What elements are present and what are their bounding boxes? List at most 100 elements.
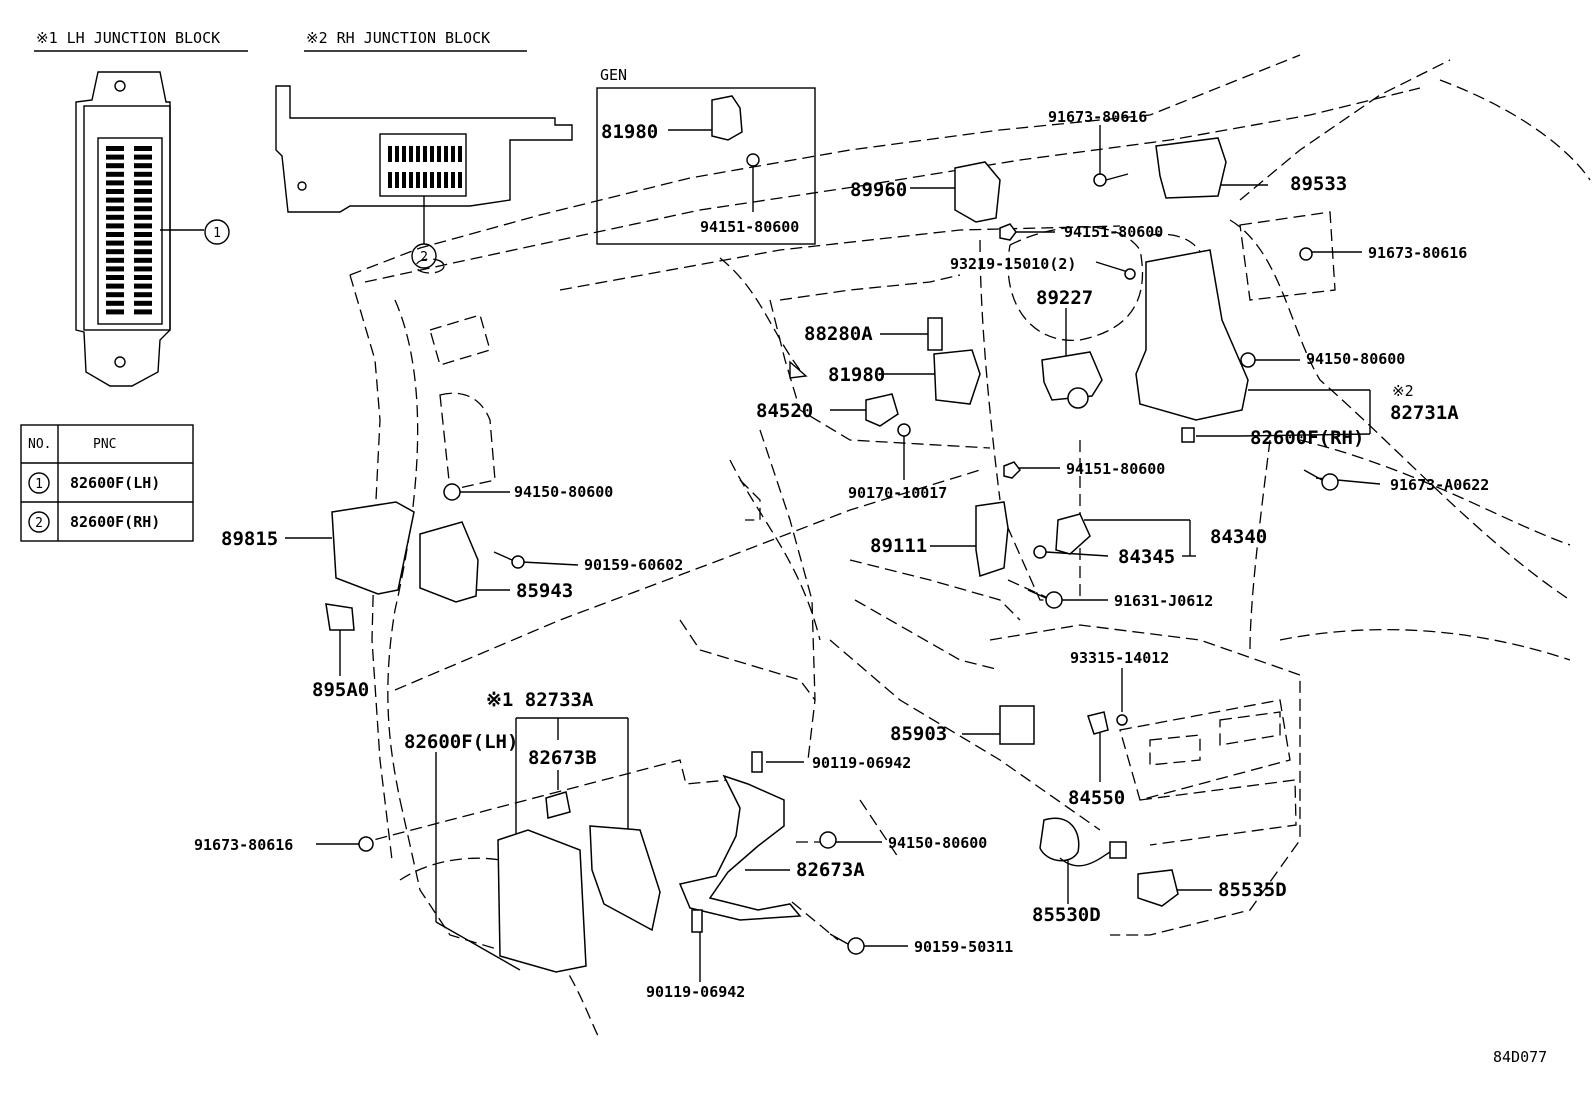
table-row-2-pnc: 82600F(RH) bbox=[70, 513, 160, 531]
lh-fuse-slot bbox=[106, 146, 124, 151]
label-89111: 89111 bbox=[870, 535, 927, 557]
rh-fuse-slot bbox=[402, 146, 406, 162]
callout-2-circle bbox=[411, 243, 437, 269]
lh-fuse-slot bbox=[134, 189, 152, 194]
rh-fuse-slot bbox=[444, 172, 448, 188]
label-82600F-lh: 82600F(LH) bbox=[404, 731, 518, 753]
gen-inset-box bbox=[596, 87, 816, 245]
label-85943: 85943 bbox=[516, 580, 573, 602]
label-89533: 89533 bbox=[1290, 173, 1347, 195]
lh-fuse-slot bbox=[134, 240, 152, 246]
label-85535D: 85535D bbox=[1218, 879, 1287, 901]
rh-fuse-slot bbox=[444, 146, 448, 162]
lh-fuse-slot bbox=[134, 249, 152, 255]
label-81980-gen: 81980 bbox=[601, 121, 658, 143]
label-91631-J0612: 91631-J0612 bbox=[1114, 592, 1213, 610]
lh-fuse-slot bbox=[106, 197, 124, 203]
label-895A0: 895A0 bbox=[312, 679, 369, 701]
lh-fuse-slot bbox=[134, 223, 152, 229]
label-84520: 84520 bbox=[756, 400, 813, 422]
rh-fuse-slot bbox=[430, 172, 434, 188]
rh-fuse-slot bbox=[430, 146, 434, 162]
lh-junction-block-drawing bbox=[75, 71, 204, 387]
lh-fuse-slot bbox=[106, 206, 124, 212]
lh-fuse-slot bbox=[106, 223, 124, 229]
lh-fuse-slot bbox=[106, 163, 124, 169]
label-84345: 84345 bbox=[1118, 546, 1175, 568]
label-94150-80600-left: 94150-80600 bbox=[514, 483, 613, 501]
lh-fuse-slot bbox=[106, 266, 124, 272]
callout-1-circle bbox=[204, 219, 230, 245]
lh-fuse-slot bbox=[134, 154, 152, 160]
lh-fuse-slot bbox=[134, 197, 152, 203]
lh-fuse-slot bbox=[134, 232, 152, 237]
lh-fuse-slot bbox=[134, 275, 152, 280]
lh-fuse-slot bbox=[106, 249, 124, 255]
lh-fuse-slot bbox=[134, 171, 152, 177]
gen-label: GEN bbox=[600, 66, 627, 84]
rh-junction-block-header: ※2 RH JUNCTION BLOCK bbox=[306, 29, 490, 47]
rh-fuse-slot bbox=[416, 146, 420, 162]
lh-fuse-slot bbox=[134, 309, 152, 315]
label-82731A: 82731A bbox=[1390, 402, 1459, 424]
rh-fuse-slot bbox=[409, 146, 413, 162]
label-82673A: 82673A bbox=[796, 859, 865, 881]
lh-fuse-slot bbox=[106, 180, 124, 186]
table-row-1-no: 1 bbox=[35, 477, 43, 492]
callout-2: 2 bbox=[420, 250, 428, 265]
lh-fuse-slot bbox=[134, 292, 152, 298]
label-84550: 84550 bbox=[1068, 787, 1125, 809]
lh-fuse-slot bbox=[134, 266, 152, 272]
lh-junction-block-header: ※1 LH JUNCTION BLOCK bbox=[36, 29, 220, 47]
lh-fuse-slot bbox=[106, 232, 124, 237]
lh-fuse-slot bbox=[106, 309, 124, 315]
lh-fuse-slot bbox=[106, 171, 124, 177]
label-89227: 89227 bbox=[1036, 287, 1093, 309]
pnc-table: NO. PNC 1 82600F(LH) 2 82600F(RH) bbox=[20, 424, 194, 542]
lh-fuse-slot bbox=[106, 283, 124, 289]
label-91673-80616-right: 91673-80616 bbox=[1368, 244, 1467, 262]
label-91673-80616-left: 91673-80616 bbox=[194, 836, 293, 854]
part-labels: 81980 94151-80600 89960 91673-80616 8953… bbox=[194, 108, 1547, 1066]
table-row-2-no: 2 bbox=[35, 516, 43, 531]
lh-fuse-slot bbox=[106, 300, 124, 306]
label-91673-80616-top: 91673-80616 bbox=[1048, 108, 1147, 126]
rh-fuse-slot bbox=[437, 172, 441, 188]
lh-fuse-slot bbox=[106, 214, 124, 220]
label-93315-14012: 93315-14012 bbox=[1070, 649, 1169, 667]
label-mark-2: ※2 bbox=[1392, 382, 1414, 400]
lh-fuse-slot bbox=[106, 275, 124, 280]
lh-fuse-slot bbox=[134, 180, 152, 186]
lh-fuse-slot bbox=[134, 206, 152, 212]
lh-fuse-slot bbox=[134, 146, 152, 151]
lh-fuse-slot bbox=[106, 154, 124, 160]
dashboard-outline bbox=[349, 54, 1591, 1041]
label-89960: 89960 bbox=[850, 179, 907, 201]
rh-fuse-slot bbox=[458, 172, 462, 188]
rh-fuse-slot bbox=[451, 146, 455, 162]
label-85530D: 85530D bbox=[1032, 904, 1101, 926]
label-94150-80600-right: 94150-80600 bbox=[1306, 350, 1405, 368]
label-90159-50311: 90159-50311 bbox=[914, 938, 1013, 956]
lh-fuse-slot bbox=[106, 240, 124, 246]
gen-sensor-drawing bbox=[711, 95, 743, 141]
label-94151-80600-a: 94151-80600 bbox=[1064, 223, 1163, 241]
rh-fuse-slot bbox=[388, 172, 392, 188]
label-85903: 85903 bbox=[890, 723, 947, 745]
label-89815: 89815 bbox=[221, 528, 278, 550]
label-82600F-rh: 82600F(RH) bbox=[1250, 427, 1364, 449]
table-header-no: NO. bbox=[28, 437, 51, 452]
lh-fuse-slot bbox=[134, 214, 152, 220]
rh-fuse-slot bbox=[402, 172, 406, 188]
label-82673B: 82673B bbox=[528, 747, 597, 769]
lh-fuse-slot bbox=[106, 189, 124, 194]
label-81980: 81980 bbox=[828, 364, 885, 386]
rh-fuse-slot bbox=[458, 146, 462, 162]
label-90119-06942-bottom: 90119-06942 bbox=[646, 983, 745, 1001]
rh-fuse-slot bbox=[388, 146, 392, 162]
rh-fuse-slot bbox=[437, 146, 441, 162]
diagram-code: 84D077 bbox=[1493, 1048, 1547, 1066]
label-90119-06942-top: 90119-06942 bbox=[812, 754, 911, 772]
lh-fuse-slot bbox=[106, 292, 124, 298]
